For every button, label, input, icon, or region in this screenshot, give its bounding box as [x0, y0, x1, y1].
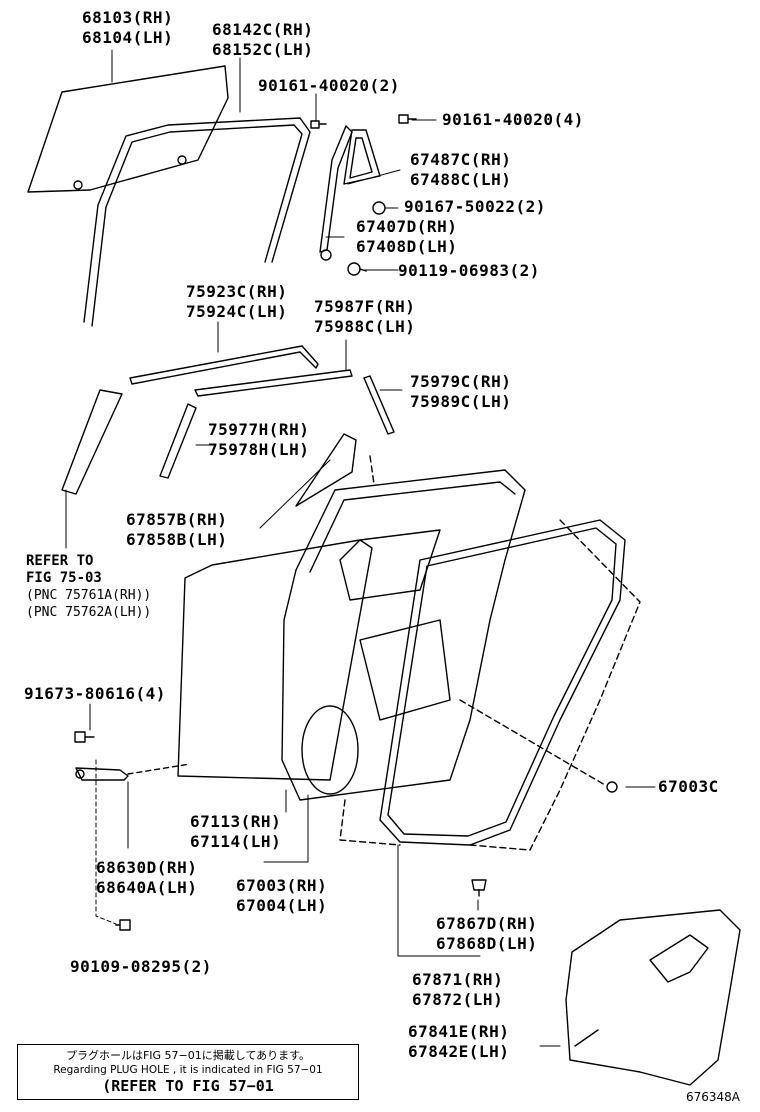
door-frame-garnish	[159, 403, 197, 479]
callout-68152c-lh: 68152C(LH)	[212, 40, 314, 59]
screw-90161-40020-4	[398, 114, 417, 124]
callout-67003c: 67003C	[658, 777, 719, 796]
callout-68640a-lh: 68640A(LH)	[96, 878, 198, 897]
callout-68104-lh: 68104(LH)	[82, 28, 174, 47]
callout-75924c-lh: 75924C(LH)	[186, 302, 288, 321]
callout-75977h-rh: 75977H(RH)	[208, 420, 310, 439]
belt-moulding-outer	[129, 345, 319, 385]
outer-door-panel	[177, 539, 373, 781]
callout-67114-lh: 67114(LH)	[190, 832, 282, 851]
division-bar	[319, 125, 353, 261]
leader-lines	[65, 49, 656, 1047]
callout-67004-lh: 67004(LH)	[236, 896, 328, 915]
door-frame-seal	[295, 433, 357, 507]
rear-garnish	[363, 375, 395, 435]
note-japanese: プラグホールはFIG 57−01に掲載してあります。	[65, 1049, 311, 1062]
callout-90161-40020-4: 90161-40020(4)	[442, 110, 584, 129]
glass-run-channel	[83, 117, 311, 327]
belt-moulding-inner	[194, 369, 353, 397]
door-frame	[281, 469, 526, 801]
bolt-91673-80616	[74, 731, 95, 743]
refer-to-label: REFER TO	[26, 553, 94, 569]
refer-pnc-lh: (PNC 75762A(LH))	[26, 605, 152, 620]
callout-67487c-rh: 67487C(RH)	[410, 150, 512, 169]
callout-75979c-rh: 75979C(RH)	[410, 372, 512, 391]
service-hole-cover	[339, 455, 641, 851]
plug-hole-note: プラグホールはFIG 57−01に掲載してあります。 Regarding PLU…	[17, 1044, 359, 1100]
callout-75987f-rh: 75987F(RH)	[314, 297, 416, 316]
callout-90109-08295: 90109-08295(2)	[70, 957, 212, 976]
callout-67841e-rh: 67841E(RH)	[408, 1022, 510, 1041]
pillar-garnish-refer	[61, 389, 123, 495]
callout-68630d-rh: 68630D(RH)	[96, 858, 198, 877]
callout-75923c-rh: 75923C(RH)	[186, 282, 288, 301]
door-weatherstrip	[379, 519, 626, 846]
callout-75978h-lh: 75978H(LH)	[208, 440, 310, 459]
clip-67867	[471, 879, 487, 897]
callout-91673-80616: 91673-80616(4)	[24, 684, 166, 703]
callout-75988c-lh: 75988C(LH)	[314, 317, 416, 336]
bolt-90109-08295	[115, 919, 131, 931]
callout-68142c-rh: 68142C(RH)	[212, 20, 314, 39]
callout-67113-rh: 67113(RH)	[190, 812, 282, 831]
callout-67867d-rh: 67867D(RH)	[436, 914, 538, 933]
callout-67407d-rh: 67407D(RH)	[356, 217, 458, 236]
door-check	[75, 763, 191, 781]
figure-id: 676348A	[686, 1090, 741, 1104]
callout-68103-rh: 68103(RH)	[82, 8, 174, 27]
callout-67857b-rh: 67857B(RH)	[126, 510, 228, 529]
door-trim-protector	[565, 909, 741, 1086]
note-reference: (REFER TO FIG 57−01	[102, 1077, 274, 1095]
callout-67408d-lh: 67408D(LH)	[356, 237, 458, 256]
callout-67868d-lh: 67868D(LH)	[436, 934, 538, 953]
door-glass	[27, 65, 229, 193]
callout-67858b-lh: 67858B(LH)	[126, 530, 228, 549]
refer-pnc-rh: (PNC 75761A(RH))	[26, 588, 152, 603]
callout-90161-40020-2: 90161-40020(2)	[258, 76, 400, 95]
callout-90167-50022: 90167-50022(2)	[404, 197, 546, 216]
callout-75989c-lh: 75989C(LH)	[410, 392, 512, 411]
callout-67003-rh: 67003(RH)	[236, 876, 328, 895]
callout-67872-lh: 67872(LH)	[412, 990, 504, 1009]
callout-67871-rh: 67871(RH)	[412, 970, 504, 989]
note-english: Regarding PLUG HOLE , it is indicated in…	[53, 1064, 323, 1076]
callout-90119-06983: 90119-06983(2)	[398, 261, 540, 280]
bolt-90167-50022	[372, 201, 386, 215]
callout-67488c-lh: 67488C(LH)	[410, 170, 512, 189]
clip-67003c	[606, 781, 618, 793]
screw-90161-40020-2	[310, 120, 327, 129]
refer-fig-label: FIG 75-03	[26, 570, 102, 586]
callout-67842e-lh: 67842E(LH)	[408, 1042, 510, 1061]
bolt-90119-06983	[347, 262, 367, 276]
quarter-glass-weatherstrip	[343, 129, 381, 185]
